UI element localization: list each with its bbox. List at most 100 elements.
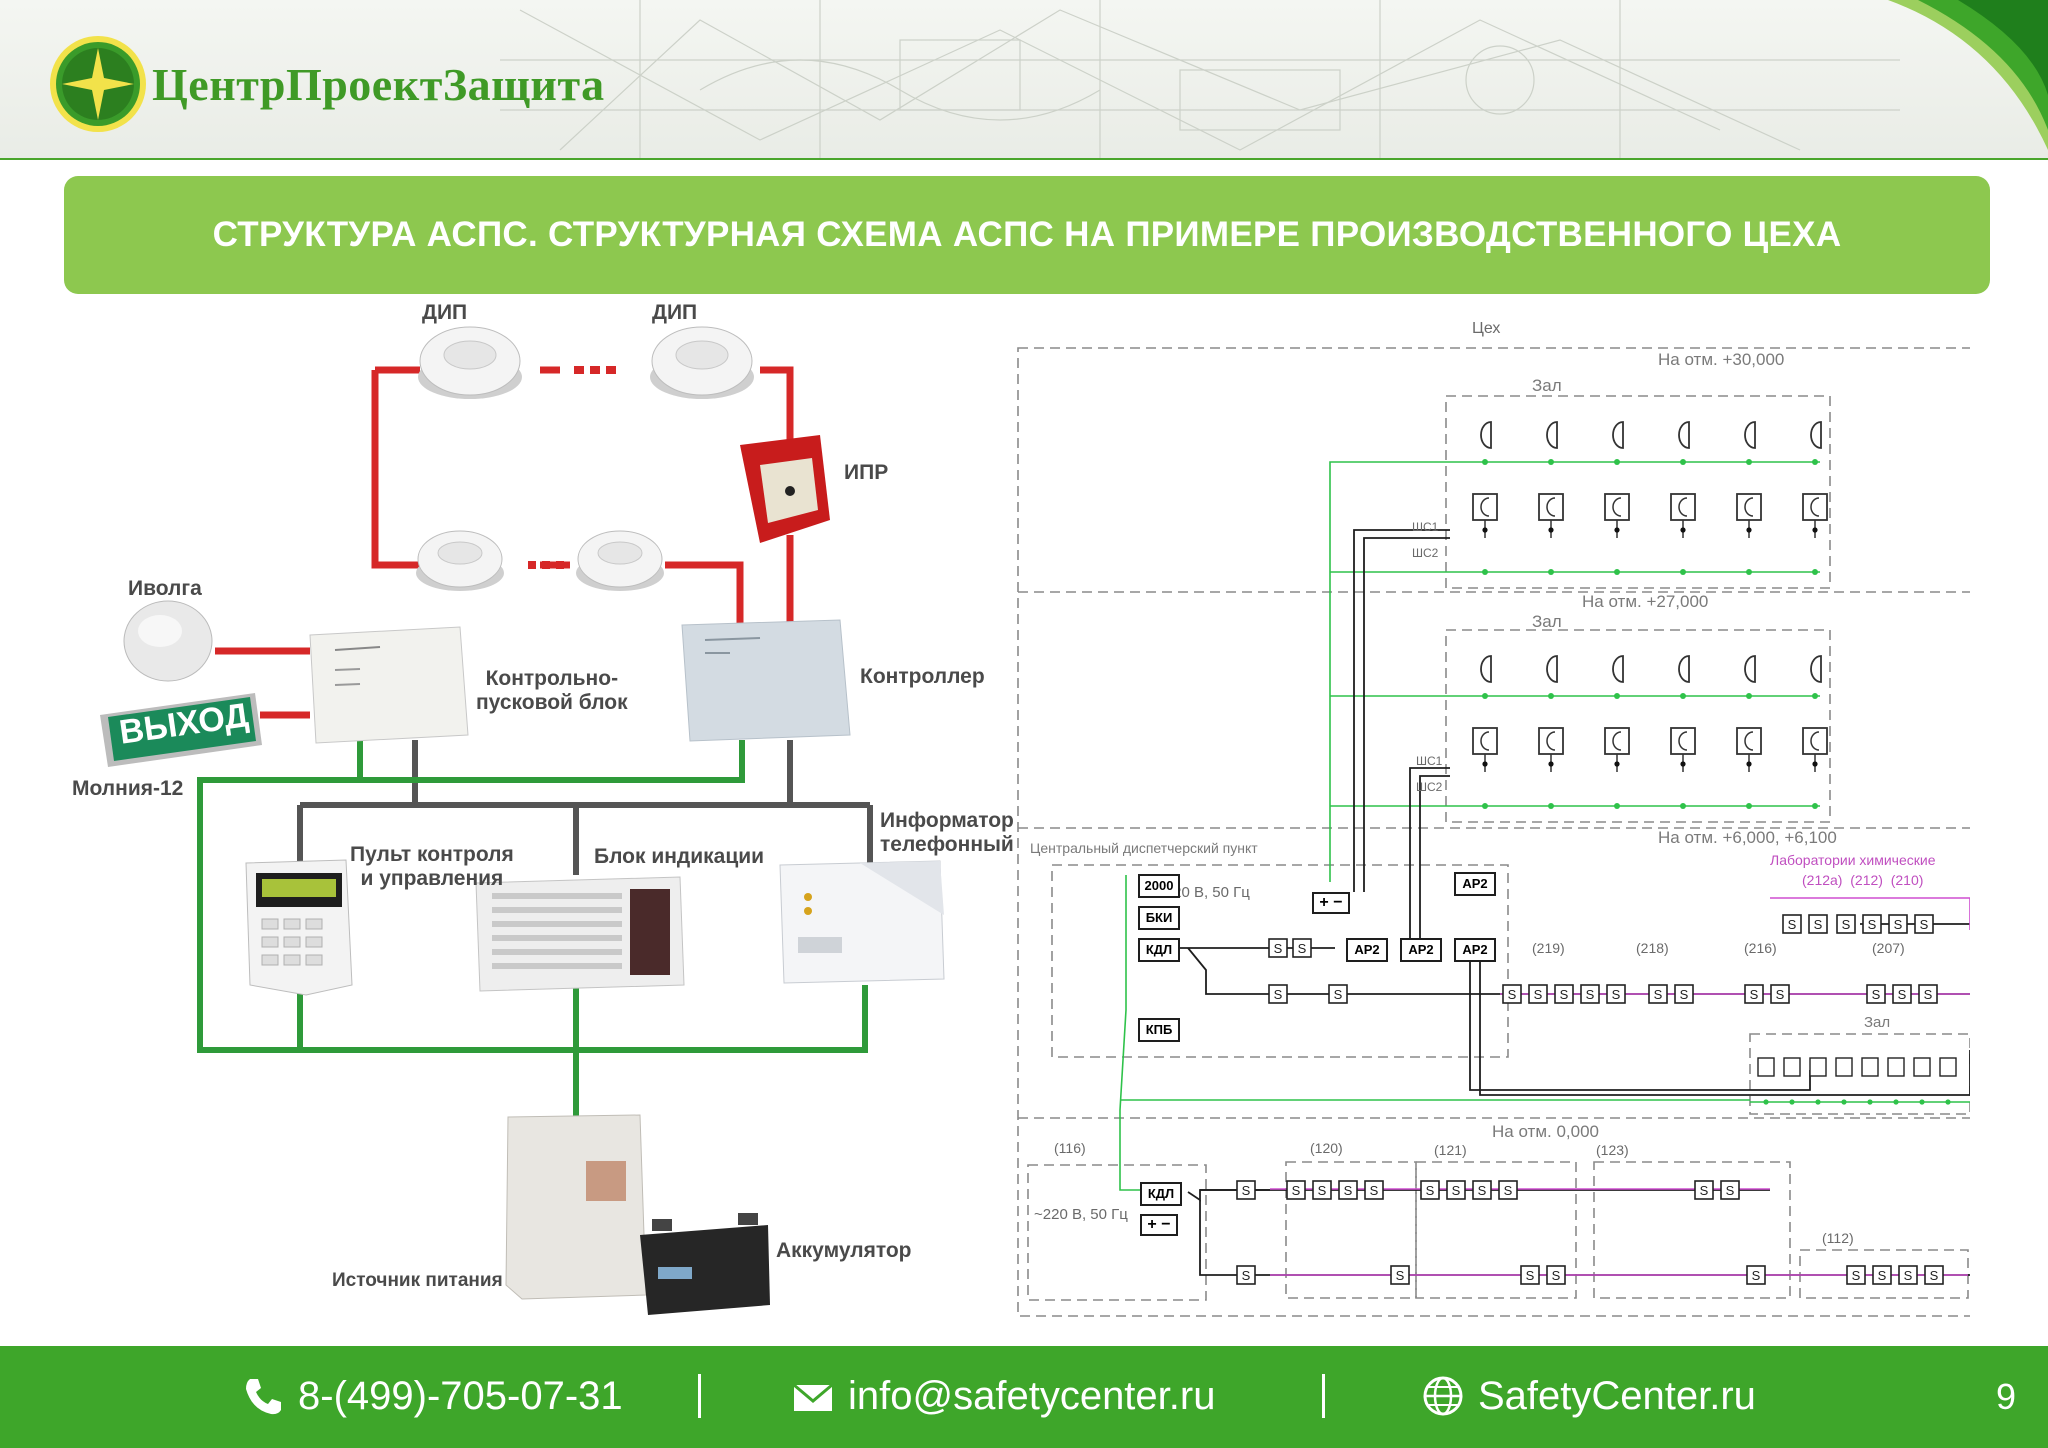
detector-symbol — [1736, 493, 1762, 521]
sensor-box-glyph: S — [1924, 987, 1933, 1002]
sensor-box — [1914, 914, 1934, 934]
device-kdl: КДЛ — [1138, 938, 1180, 962]
footer-divider — [1322, 1374, 1325, 1418]
junction-dot — [1614, 459, 1620, 465]
left-wiring — [100, 326, 945, 1315]
sensor-box — [1862, 914, 1882, 934]
sounder-symbol — [1744, 421, 1756, 449]
sensor-box — [1744, 984, 1764, 1004]
junction-dot — [1763, 1099, 1769, 1105]
detector-arc — [1744, 497, 1754, 517]
sensor-box-glyph: S — [1680, 987, 1689, 1002]
junction-dot — [1482, 693, 1488, 699]
label-hall-1: Зал — [1532, 376, 1562, 395]
junction-dot — [1680, 761, 1686, 767]
phone-icon — [246, 1379, 281, 1415]
label-shc2-a: ШС2 — [1412, 546, 1439, 560]
sensor-box — [1420, 1180, 1440, 1200]
sounder-box — [1939, 1057, 1957, 1077]
sensor-box — [1866, 984, 1886, 1004]
device-ar2-1: АР2 — [1346, 938, 1388, 962]
junction-dot — [1812, 761, 1818, 767]
junction-dot — [1548, 803, 1554, 809]
sensor-box — [1236, 1265, 1256, 1285]
sounder-symbol — [1546, 421, 1558, 449]
label-dispatch-center: Центральный диспетчерский пункт — [1030, 840, 1258, 856]
footer-phone[interactable]: 8-(499)-705-07-31 — [240, 1368, 623, 1424]
detector-symbol — [1802, 727, 1828, 755]
footer-divider — [698, 1374, 701, 1418]
junction-dot — [1812, 803, 1818, 809]
room-212a-label: (212а) — [1802, 872, 1843, 888]
sensor-box — [1338, 1180, 1358, 1200]
device-bki: БКИ — [1138, 906, 1180, 930]
sensor-box — [1328, 984, 1348, 1004]
sensor-box — [1390, 1265, 1410, 1285]
sensor-box-glyph: S — [1904, 1268, 1913, 1283]
globe-icon — [1423, 1376, 1463, 1416]
sounder-box — [1783, 1057, 1801, 1077]
junction-dot — [1482, 527, 1488, 533]
sensor-box-glyph: S — [1872, 987, 1881, 1002]
junction-dot — [1680, 459, 1686, 465]
indication-block-icon — [475, 876, 685, 992]
sensor-box — [1674, 984, 1694, 1004]
control-start-block-icon — [309, 626, 469, 744]
junction-dot — [1841, 1099, 1847, 1105]
sensor-box-glyph: S — [1726, 1183, 1735, 1198]
sensor-box-glyph: S — [1478, 1183, 1487, 1198]
sensor-box — [1770, 984, 1790, 1004]
sensor-box-glyph: S — [1788, 917, 1797, 932]
email-address: info@safetycenter.ru — [848, 1373, 1216, 1418]
sensor-box-glyph: S — [1868, 917, 1877, 932]
device-ar2-4: АР2 — [1454, 872, 1496, 896]
junction-dot — [1812, 527, 1818, 533]
sensor-box-glyph: S — [1344, 1183, 1353, 1198]
junction-dot — [1867, 1099, 1873, 1105]
detector-arc — [1810, 731, 1820, 751]
sounder-box — [1861, 1057, 1879, 1077]
device-kdl-2: КДЛ — [1140, 1182, 1182, 1206]
room-210-label: (210) — [1890, 872, 1924, 888]
exit-sign-icon — [100, 693, 262, 767]
sensor-box-glyph: S — [1292, 1183, 1301, 1198]
sensor-box — [1268, 938, 1288, 958]
junction-dot — [1746, 569, 1752, 575]
label-chem-labs: Лаборатории химические — [1770, 852, 1936, 868]
sensor-box — [1528, 984, 1548, 1004]
junction-dot — [1614, 693, 1620, 699]
slide-title: СТРУКТУРА АСПС. СТРУКТУРНАЯ СХЕМА АСПС Н… — [212, 215, 1842, 254]
sensor-box-glyph: S — [1396, 1268, 1405, 1283]
sensor-box — [1286, 1180, 1306, 1200]
footer-website[interactable]: SafetyCenter.ru — [1420, 1368, 1756, 1424]
sensor-box — [1808, 914, 1828, 934]
sensor-box-glyph: S — [1700, 1183, 1709, 1198]
footer-email[interactable]: info@safetycenter.ru — [790, 1368, 1215, 1424]
detector-arc — [1546, 731, 1556, 751]
label-shc2-b: ШС2 — [1416, 780, 1443, 794]
sensor-box — [1446, 1180, 1466, 1200]
page-number: 9 — [1995, 1376, 2016, 1417]
control-panel-icon — [245, 859, 353, 996]
label-power-supply: Источник питания — [332, 1270, 503, 1291]
sensor-box-glyph: S — [1814, 917, 1823, 932]
sensor-box-glyph: S — [1750, 987, 1759, 1002]
smoke-detector-icon — [576, 530, 664, 591]
sensor-box-glyph: S — [1426, 1183, 1435, 1198]
detector-arc — [1678, 497, 1688, 517]
sensor-box-glyph: S — [1242, 1268, 1251, 1283]
sounder-symbol — [1480, 421, 1492, 449]
label-dip-2: ДИП — [652, 301, 698, 324]
detector-symbol — [1538, 727, 1564, 755]
footer: 8-(499)-705-07-31 info@safetycenter.ru S… — [0, 1346, 2048, 1448]
sensor-box — [1892, 984, 1912, 1004]
junction-dot — [1746, 803, 1752, 809]
sounder-symbol — [1810, 655, 1822, 683]
junction-dot — [1614, 569, 1620, 575]
sensor-box — [1312, 1180, 1332, 1200]
sensor-box — [1580, 984, 1600, 1004]
sensor-box-glyph: S — [1560, 987, 1569, 1002]
smoke-detector-icon — [416, 530, 504, 591]
brand-name: ЦентрПроектЗащита — [152, 59, 605, 110]
label-ivolga: Иволга — [128, 577, 202, 600]
